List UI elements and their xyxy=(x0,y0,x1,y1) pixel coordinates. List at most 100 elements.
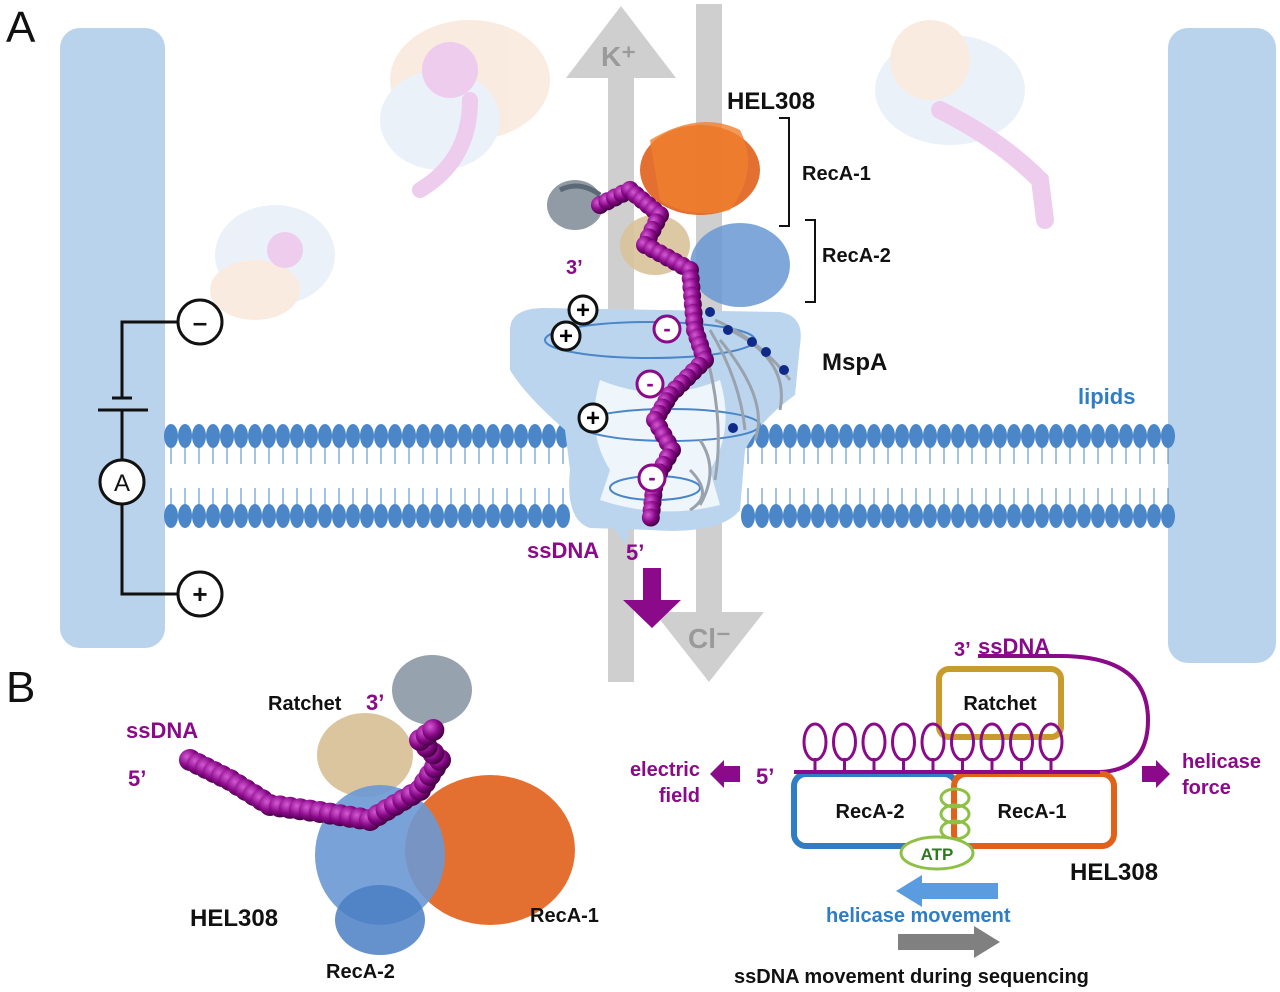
lipid-head xyxy=(1147,424,1161,448)
negative-charge-1 xyxy=(652,314,682,344)
lipid-head xyxy=(1021,424,1035,448)
ssdna-label-schematic: ssDNA xyxy=(978,634,1050,659)
schematic-diagram xyxy=(791,654,1151,871)
lipid-head xyxy=(1119,504,1133,528)
hel308-label-a: HEL308 xyxy=(727,88,815,115)
dna-5prime-label-schematic: 5’ xyxy=(756,764,774,789)
lipid-head xyxy=(881,424,895,448)
lipid-head xyxy=(360,424,374,448)
lipid-head xyxy=(951,504,965,528)
nucleotide-base xyxy=(950,722,975,762)
lipid-head xyxy=(276,504,290,528)
reca1-label-a: RecA-1 xyxy=(802,163,871,185)
lipid-head xyxy=(741,504,755,528)
dna-3prime-label-schematic: 3’ xyxy=(954,639,971,661)
negative-charge-3 xyxy=(637,463,667,493)
lipid-head xyxy=(318,424,332,448)
lipid-head xyxy=(993,424,1007,448)
lipid-head xyxy=(472,504,486,528)
lipid-head xyxy=(290,504,304,528)
right-electrode xyxy=(1168,28,1276,663)
dna-movement-arrow xyxy=(898,926,1000,958)
lipid-head xyxy=(458,424,472,448)
lipid-head xyxy=(276,424,290,448)
lipid-head xyxy=(192,504,206,528)
lipid-head xyxy=(304,424,318,448)
lipid-head xyxy=(783,424,797,448)
lipid-head xyxy=(1105,424,1119,448)
lipid-head xyxy=(430,424,444,448)
lipid-head xyxy=(164,504,178,528)
lipid-head xyxy=(769,424,783,448)
lipid-head xyxy=(755,504,769,528)
dna-translocation-arrow xyxy=(623,568,681,628)
lipid-head xyxy=(444,504,458,528)
ratchet-label-b: Ratchet xyxy=(268,693,342,715)
lipid-head xyxy=(234,424,248,448)
lipid-head xyxy=(937,504,951,528)
lipid-head xyxy=(528,424,542,448)
lipid-head xyxy=(1035,424,1049,448)
lipid-head xyxy=(444,424,458,448)
negative-charge-3-label: - xyxy=(648,465,655,490)
ssdna-label-b: ssDNA xyxy=(126,718,198,743)
lipid-head xyxy=(797,424,811,448)
lipid-head xyxy=(867,424,881,448)
dna-bead xyxy=(422,719,445,741)
lipid-head xyxy=(332,424,346,448)
lipid-head xyxy=(909,424,923,448)
electric-field-label-line2: field xyxy=(659,785,700,807)
ghost-helicase-3 xyxy=(210,205,335,320)
helicase-force-label-line1: helicase xyxy=(1182,751,1261,773)
ssdna-strand-b xyxy=(179,719,451,831)
lipid-head xyxy=(1133,424,1147,448)
lipid-head xyxy=(430,504,444,528)
lipid-head xyxy=(360,504,374,528)
positive-charge-3 xyxy=(577,402,609,434)
lipid-head xyxy=(1063,504,1077,528)
positive-charge-1-label: + xyxy=(576,297,590,324)
lipid-head xyxy=(206,504,220,528)
lipid-head xyxy=(542,424,556,448)
lipid-head xyxy=(164,424,178,448)
atp-binding-coil xyxy=(939,787,971,841)
lipid-head xyxy=(825,504,839,528)
reca1-bracket xyxy=(779,117,790,227)
atp-label: ATP xyxy=(921,845,954,864)
lipid-head xyxy=(867,504,881,528)
nucleotide-base xyxy=(891,722,916,762)
lipid-head xyxy=(1049,424,1063,448)
nucleotide-base xyxy=(979,722,1005,762)
lipid-head xyxy=(769,504,783,528)
lipid-head xyxy=(402,424,416,448)
lipid-head xyxy=(192,424,206,448)
negative-charge-2-label: - xyxy=(646,371,653,396)
lipid-head xyxy=(486,424,500,448)
mspa-label: MspA xyxy=(822,349,887,376)
lipid-head xyxy=(1007,424,1021,448)
lipid-head xyxy=(923,504,937,528)
lipid-head xyxy=(304,504,318,528)
lipid-head xyxy=(1077,424,1091,448)
lipid-head xyxy=(1161,504,1175,528)
reca1-label-b: RecA-1 xyxy=(530,905,599,927)
lipid-head xyxy=(965,424,979,448)
hel308-label-schematic: HEL308 xyxy=(1070,859,1158,886)
positive-electrode-terminal xyxy=(176,570,224,618)
electrical-circuit xyxy=(120,320,180,596)
negative-electrode-terminal xyxy=(176,298,224,346)
lipid-head xyxy=(1007,504,1021,528)
left-electrode xyxy=(60,28,165,648)
lipid-head xyxy=(472,424,486,448)
dna-3prime-label-a: 3’ xyxy=(566,257,583,279)
ghost-helicase-1 xyxy=(380,20,550,198)
dna-5prime-label-a: 5’ xyxy=(626,540,644,565)
positive-charge-1 xyxy=(567,294,599,326)
lipid-head xyxy=(937,424,951,448)
dna-3prime-label-b: 3’ xyxy=(366,690,384,715)
lipid-head xyxy=(811,424,825,448)
lipid-head xyxy=(500,504,514,528)
ammeter xyxy=(98,458,146,506)
lipid-head xyxy=(514,424,528,448)
